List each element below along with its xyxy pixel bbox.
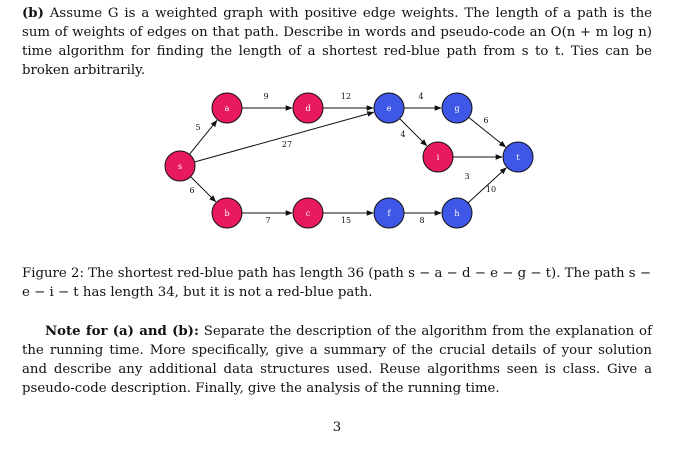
node-b — [211, 197, 243, 229]
node-s — [164, 150, 196, 182]
edge-weight-e-g: 4 — [418, 92, 423, 101]
node-label-h: h — [454, 209, 459, 218]
edge-weight-d-e: 12 — [341, 92, 351, 101]
node-a — [211, 92, 243, 124]
edge-weight-c-f: 15 — [341, 216, 351, 225]
problem-text: Assume G is a weighted graph with positi… — [22, 6, 652, 78]
edge-weight-b-c: 7 — [265, 216, 270, 225]
note-text: Separate the description of the algorith… — [22, 324, 652, 396]
node-label-f: f — [388, 209, 392, 218]
edge-weight-s-e: 27 — [282, 140, 292, 149]
node-i — [422, 141, 454, 173]
node-label-d: d — [305, 104, 310, 113]
graph-edges — [189, 105, 507, 216]
page-number: 3 — [332, 420, 342, 435]
node-d — [292, 92, 324, 124]
node-f — [373, 197, 405, 229]
node-label-c: c — [306, 209, 311, 218]
node-label-b: b — [224, 209, 229, 218]
edge-g-t — [468, 117, 507, 148]
node-label-e: e — [387, 104, 392, 113]
edge-weight-f-h: 8 — [419, 216, 424, 225]
graph-nodes: s a b d c e g i t f h — [164, 92, 534, 229]
edge-weight-a-d: 9 — [263, 92, 268, 101]
red-blue-graph-figure: 5 6 9 12 27 4 4 6 3 7 15 8 10 s a b d c e g i t f h — [164, 92, 534, 229]
edge-h-t — [467, 167, 507, 204]
edge-weight-e-i: 4 — [400, 130, 405, 139]
edge-s-b — [190, 176, 217, 203]
note-heading: Note for (a) and (b): — [45, 324, 199, 339]
problem-statement: (b) Assume G is a weighted graph with po… — [22, 4, 652, 80]
node-e — [373, 92, 405, 124]
graph-edge-weights: 5 6 9 12 27 4 4 6 3 7 15 8 10 — [189, 92, 496, 225]
edge-weight-h-t: 10 — [486, 185, 496, 194]
node-t — [502, 141, 534, 173]
node-label-s: s — [178, 162, 182, 171]
node-label-a: a — [225, 104, 230, 113]
edge-s-e — [194, 111, 375, 163]
edge-weight-i-t: 3 — [464, 172, 469, 181]
node-g — [441, 92, 473, 124]
edge-weight-g-t: 6 — [483, 116, 488, 125]
node-label-g: g — [454, 104, 459, 113]
node-label-t: t — [516, 153, 520, 162]
edge-weight-s-b: 6 — [189, 186, 194, 195]
note-block: Note for (a) and (b): Separate the descr… — [22, 322, 652, 398]
edge-e-i — [399, 118, 428, 147]
problem-label: (b) — [22, 6, 44, 21]
figure-caption: Figure 2: The shortest red-blue path has… — [22, 266, 651, 300]
node-h — [441, 197, 473, 229]
edge-weight-s-a: 5 — [195, 123, 200, 132]
edge-s-a — [189, 119, 218, 155]
node-c — [292, 197, 324, 229]
node-label-i: i — [437, 153, 440, 162]
